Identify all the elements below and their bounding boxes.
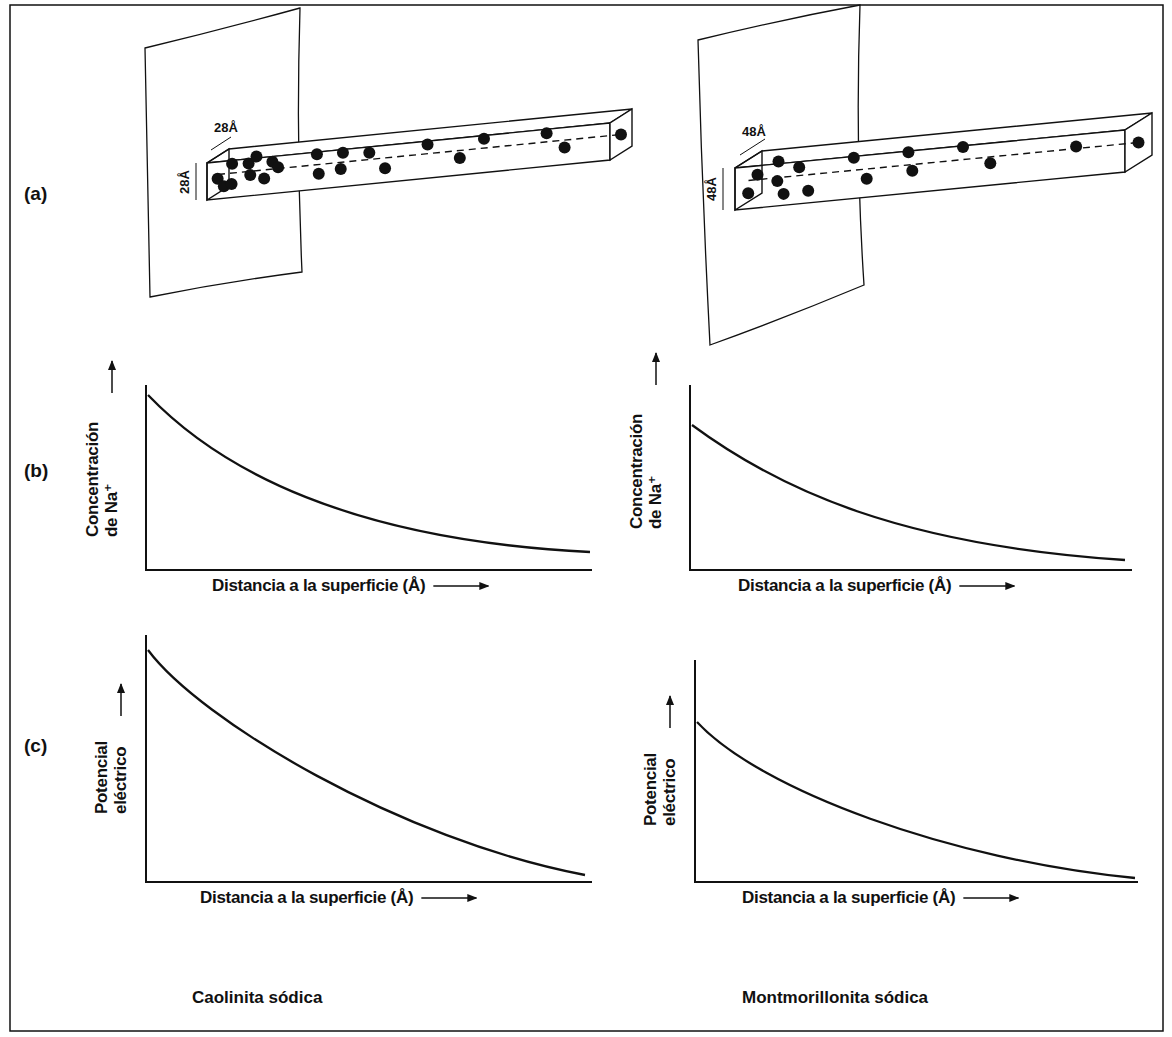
sodium-ion [861,173,873,185]
sodium-ion [313,168,325,180]
sodium-ion [226,178,238,190]
axis-line [218,135,621,175]
sodium-ion [1070,140,1082,152]
sodium-ion [422,138,434,150]
dimension-label: 28Å [175,162,194,202]
panel-label: (c) [24,735,47,757]
sodium-ion [272,161,284,173]
sodium-ion [615,129,627,141]
sodium-ion [379,162,391,174]
axis-label: Potencial eléctrico [92,722,130,814]
sodium-ion [1133,137,1145,149]
sodium-ion [848,152,860,164]
sodium-ion [478,133,490,145]
sodium-ion [559,142,571,154]
sodium-ion [337,147,349,159]
water-prism [207,109,632,200]
sodium-ion [778,188,790,200]
axis-arrow [433,585,488,587]
axes [146,385,1138,882]
axis-arrow [669,696,671,728]
sodium-ion [226,158,238,170]
axis-arrow [655,353,657,385]
sodium-ion [311,148,323,160]
sodium-ion [363,147,375,159]
sodium-ion [335,163,347,175]
dimension-label: 28Å [214,120,238,135]
axis-arrow [963,897,1018,899]
axis-arrow [111,361,113,393]
axis-label: Distancia a la superficie (Å) [212,576,425,596]
caption: Caolinita sódica [192,988,322,1008]
axis-label: Potencial eléctrico [641,734,679,826]
frame [10,5,1163,1031]
sodium-ion [773,155,785,167]
dimension-label: 48Å [742,124,766,139]
axis-arrow [421,897,476,899]
axis-label: Concentración de Na⁺ [83,399,121,537]
sodium-ion [793,161,805,173]
sodium-ion [802,185,814,197]
sodium-ion [752,169,764,181]
sodium-ion [957,141,969,153]
sodium-ion [244,169,256,181]
sodium-ion [541,127,553,139]
axis-arrow [959,585,1014,587]
dimension-line [196,137,765,210]
axis-arrow [120,684,122,716]
sodium-ion [742,187,754,199]
panel-label: (b) [24,460,48,482]
sodium-ion [250,151,262,163]
axis-label: Distancia a la superficie (Å) [200,888,413,908]
dimension-label: 48Å [702,169,721,209]
sodium-ion [984,157,996,169]
sodium-ion [906,165,918,177]
sodium-ion [258,173,270,185]
axis-label: Distancia a la superficie (Å) [738,576,951,596]
axis-label: Distancia a la superficie (Å) [742,888,955,908]
panel-label: (a) [24,183,47,205]
sodium-ion [771,175,783,187]
water-prism [735,113,1152,210]
sodium-ion [454,152,466,164]
caption: Montmorillonita sódica [742,988,928,1008]
axis-label: Concentración de Na⁺ [627,391,665,529]
sodium-ion [902,146,914,158]
